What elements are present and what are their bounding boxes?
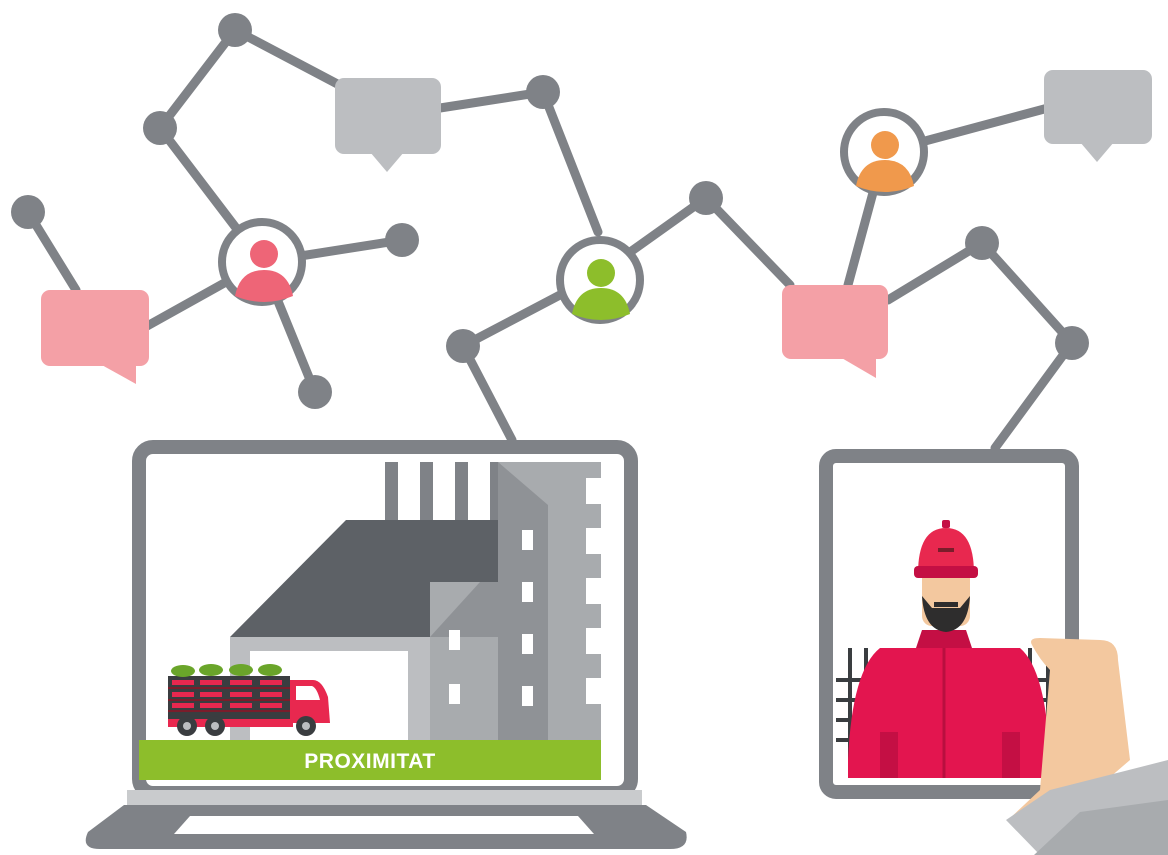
user-avatar-icon	[218, 218, 306, 306]
user-avatar-icon	[556, 236, 644, 324]
laptop-icon	[85, 440, 687, 849]
farmer-icon	[836, 520, 1064, 778]
proximitat-banner: PROXIMITAT	[139, 740, 601, 780]
chat-bubble-icon	[41, 290, 149, 384]
user-avatar-icon	[840, 108, 928, 196]
chat-bubble-icon	[782, 285, 888, 378]
banner-label: PROXIMITAT	[304, 750, 435, 773]
hand-icon	[1006, 638, 1168, 855]
chat-bubble-icon	[1044, 70, 1152, 162]
chat-bubble-icon	[335, 78, 441, 172]
truck-icon	[168, 664, 330, 736]
tablet-icon	[819, 449, 1079, 799]
network-nodes	[11, 13, 1089, 409]
